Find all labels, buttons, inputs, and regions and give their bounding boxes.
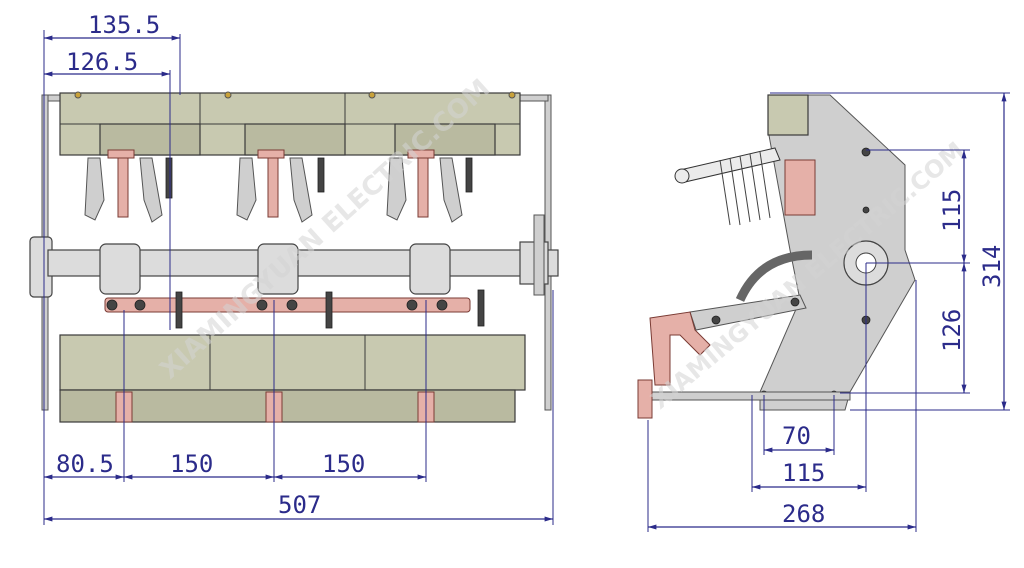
side-view: XIAMINGYUAN ELECTRIC.COM 115 126 314 70 … (637, 92, 1010, 532)
dim-label-side-70: 70 (782, 422, 811, 450)
dim-label-135: 135.5 (88, 11, 160, 39)
dim-label-side-115b: 115 (782, 459, 825, 487)
dim-label-side-268: 268 (782, 500, 825, 528)
dim-label-side-115: 115 (938, 189, 966, 232)
dim-label-side-314: 314 (978, 245, 1006, 288)
dim-label-507: 507 (278, 491, 321, 519)
lower-linkage (104, 289, 485, 329)
front-view: XIAMINGYUAN ELECTRIC.COM 135.5 126.5 80.… (29, 11, 559, 525)
side-top-block (767, 94, 809, 136)
upper-contact-pole-3 (386, 149, 473, 223)
side-upper-contact (784, 159, 816, 216)
dim-label-150a: 150 (170, 450, 213, 478)
torsion-spring (735, 250, 813, 302)
dim-label-150b: 150 (322, 450, 365, 478)
upper-contact-pole-1 (84, 149, 173, 223)
dim-label-side-126: 126 (938, 309, 966, 352)
side-terminal (637, 379, 653, 419)
operating-lever (649, 294, 807, 386)
dim-label-80: 80.5 (56, 450, 114, 478)
main-shaft (29, 214, 559, 298)
upper-contact-pole-2 (236, 149, 325, 223)
mid-bolt-hole (862, 206, 870, 214)
upper-bolt-hole (861, 147, 871, 157)
dim-label-126: 126.5 (66, 48, 138, 76)
bottom-insulator-block (59, 334, 526, 423)
contact-spring-bundle (674, 147, 781, 226)
